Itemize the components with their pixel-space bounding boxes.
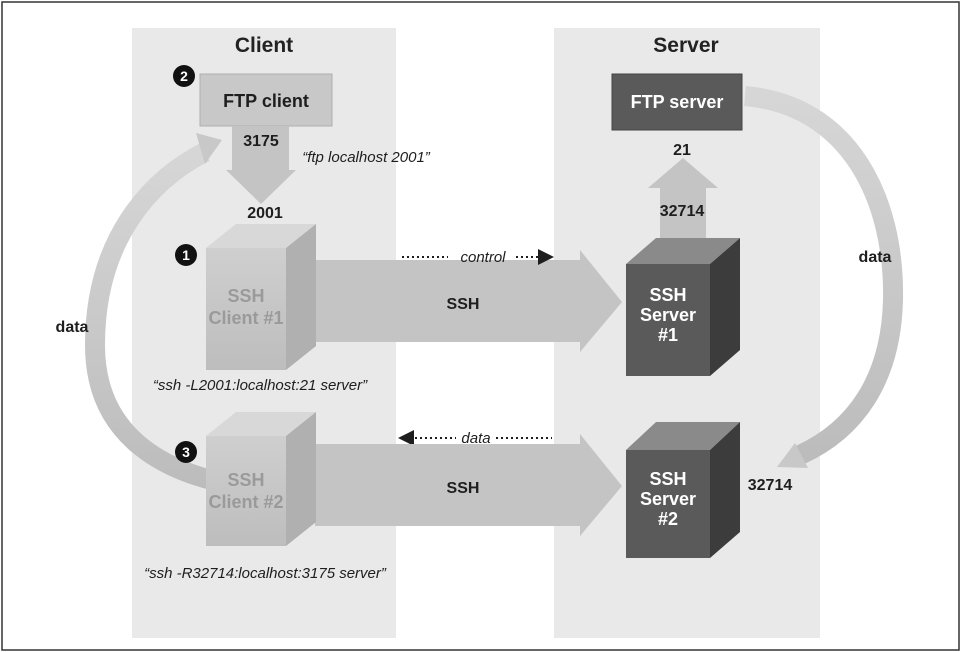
step-2-marker: [173, 65, 195, 87]
port-3175-label: 3175: [243, 133, 279, 150]
port-32714-upper-label: 32714: [660, 203, 705, 220]
ssh-server-2-cube: SSH Server #2: [626, 422, 740, 558]
port-2001-label: 2001: [247, 205, 283, 222]
data-back-label: data: [461, 430, 490, 447]
ssh-server-2-line1: SSH: [649, 469, 686, 489]
ssh-client-1-cube: SSH Client #1: [206, 224, 316, 370]
ssh-server-2-line2: Server: [640, 489, 696, 509]
ftp-server-label: FTP server: [631, 92, 724, 112]
ssh-client-1-line2: Client #1: [208, 308, 283, 328]
control-label: control: [460, 249, 506, 266]
ssh-server-2-line3: #2: [658, 509, 678, 529]
right-data-curve: [743, 86, 904, 465]
ssh-client-2-line2: Client #2: [208, 492, 283, 512]
ftp-client-box: FTP client: [199, 73, 333, 127]
step-3-number: 3: [182, 444, 190, 460]
ssh-tunnel-2-arrow: [315, 434, 622, 536]
ssh-server-1-line2: Server: [640, 305, 696, 325]
step-1-marker: [175, 244, 197, 266]
step-1-number: 1: [182, 247, 190, 263]
ftp-client-down-arrow: [226, 126, 296, 204]
left-data-curve: [84, 143, 257, 498]
server-up-arrow: [648, 158, 718, 238]
left-data-arrowhead: [196, 133, 222, 164]
right-data-label: data: [859, 249, 892, 266]
right-data-arrowhead: [777, 443, 808, 468]
ssh-client-2-line1: SSH: [227, 470, 264, 490]
ssh-server-1-line3: #1: [658, 325, 678, 345]
step-3-marker: [175, 441, 197, 463]
ftp-client-label: FTP client: [223, 91, 309, 111]
port-32714-lower-label: 32714: [748, 477, 793, 494]
ssh-server-1-line1: SSH: [649, 285, 686, 305]
ssh-remote-command: “ssh -R32714:localhost:3175 server”: [144, 565, 387, 582]
ssh-client-2-cube: SSH Client #2: [206, 412, 316, 546]
left-data-label: data: [56, 319, 89, 336]
ssh-client-1-line1: SSH: [227, 286, 264, 306]
ssh-local-command: “ssh -L2001:localhost:21 server”: [153, 377, 368, 394]
ssh-tunnel-1-label: SSH: [447, 296, 480, 313]
ssh-tunnel-2-label: SSH: [447, 480, 480, 497]
server-column-title: Server: [653, 34, 718, 57]
port-21-label: 21: [673, 142, 691, 159]
ftp-command: “ftp localhost 2001”: [302, 149, 431, 166]
ssh-tunnel-1-arrow: [315, 250, 622, 352]
ftp-server-box: FTP server: [611, 73, 743, 131]
step-2-number: 2: [180, 68, 188, 84]
ssh-server-1-cube: SSH Server #1: [626, 238, 740, 376]
client-column-title: Client: [235, 34, 293, 57]
